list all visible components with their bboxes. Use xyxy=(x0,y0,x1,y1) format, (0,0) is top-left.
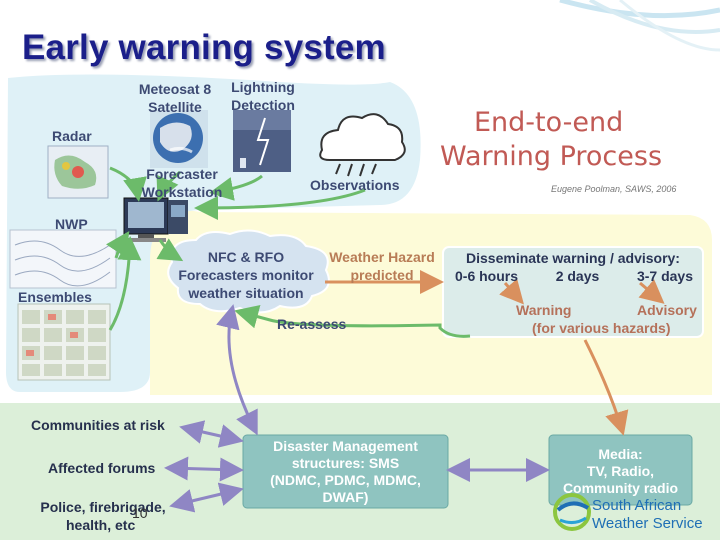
forums-label: Affected forums xyxy=(48,460,156,476)
process-heading-line1: End-to-end xyxy=(474,107,624,138)
workstation-icon xyxy=(123,197,188,242)
lightning-image-icon xyxy=(233,110,291,172)
page-number: 10 xyxy=(132,505,148,521)
disseminate-box: Disseminate warning / advisory: 0-6 hour… xyxy=(445,249,701,285)
saws-logo-text: South African Weather Service xyxy=(592,497,703,532)
input-arrows xyxy=(106,166,471,338)
forecasters-label: NFC & RFO Forecasters monitor weather si… xyxy=(178,249,314,301)
meteosat-label: Meteosat 8 Satellite xyxy=(138,81,212,115)
cloud-icon xyxy=(319,113,406,177)
credit-text: Eugene Poolman, SAWS, 2006 xyxy=(551,184,677,194)
header-stripes xyxy=(559,0,720,52)
range-0-6-hours: 0-6 hours xyxy=(455,268,519,284)
process-heading: End-to-end Warning Process xyxy=(440,106,680,174)
communication-arrows xyxy=(164,304,550,513)
satellite-image-icon xyxy=(150,110,208,168)
forecaster-cloud xyxy=(167,229,330,314)
communities-label: Communities at risk xyxy=(31,417,165,433)
observations-label: Observations xyxy=(310,177,400,193)
disseminate-title: Disseminate warning / advisory: xyxy=(466,250,680,266)
ensembles-grid-icon xyxy=(17,303,111,381)
workstation-label: Forecaster Workstation xyxy=(141,166,223,200)
radar-label: Radar xyxy=(52,128,92,144)
range-3-7-days: 3-7 days xyxy=(636,268,693,284)
range-2-days: 2 days xyxy=(555,268,600,284)
disseminate-ranges: 0-6 hours 2 days 3-7 days xyxy=(445,267,701,285)
media-box: Media: TV, Radio, Community radio xyxy=(562,446,679,496)
disaster-box: Disaster Management structures: SMS (NDM… xyxy=(270,438,421,505)
warning-label: Warning (for various hazards) xyxy=(516,302,671,336)
lightning-label: Lightning Detection xyxy=(231,79,295,113)
page-title: Early warning system xyxy=(22,28,386,67)
advisory-label: Advisory xyxy=(637,302,697,318)
process-arrows xyxy=(325,270,665,436)
hazard-label: Weather Hazard predicted xyxy=(329,249,435,283)
nwp-chart-icon xyxy=(9,229,117,289)
police-label: Police, firebrigade, health, etc xyxy=(40,499,166,533)
reassess-label: Re-assess xyxy=(277,316,347,332)
nwp-label: NWP xyxy=(55,216,88,232)
saws-logo-icon xyxy=(553,493,591,531)
process-heading-line2: Warning Process xyxy=(440,141,663,172)
radar-image-icon xyxy=(47,145,109,199)
ensembles-label: Ensembles xyxy=(18,289,92,305)
